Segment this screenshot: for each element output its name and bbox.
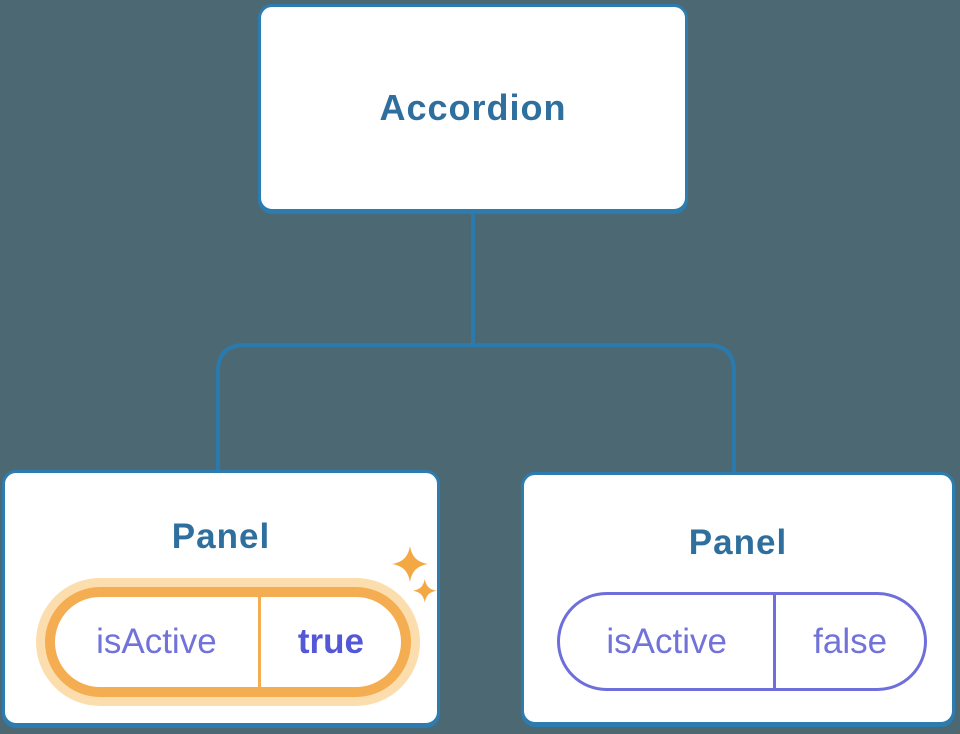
state-key-label: isActive <box>606 621 727 661</box>
panel-node-label: Panel <box>171 517 271 556</box>
accordion-node: Accordion <box>258 4 688 212</box>
pill-divider <box>257 597 261 687</box>
state-key-label: isActive <box>96 622 217 661</box>
state-pill-active: isActive true <box>45 587 411 697</box>
panel-node-inactive: Panel isActive false <box>521 472 955 725</box>
state-value-label: false <box>813 621 888 661</box>
pill-divider <box>773 595 777 688</box>
panel-node-active: Panel isActive true <box>2 470 440 726</box>
state-pill-inactive: isActive false <box>557 592 927 691</box>
connector-branch <box>216 343 736 474</box>
state-value-label: true <box>297 622 364 661</box>
panel-node-label: Panel <box>688 523 788 562</box>
accordion-node-label: Accordion <box>379 87 567 128</box>
sparkle-small-icon <box>413 579 437 603</box>
